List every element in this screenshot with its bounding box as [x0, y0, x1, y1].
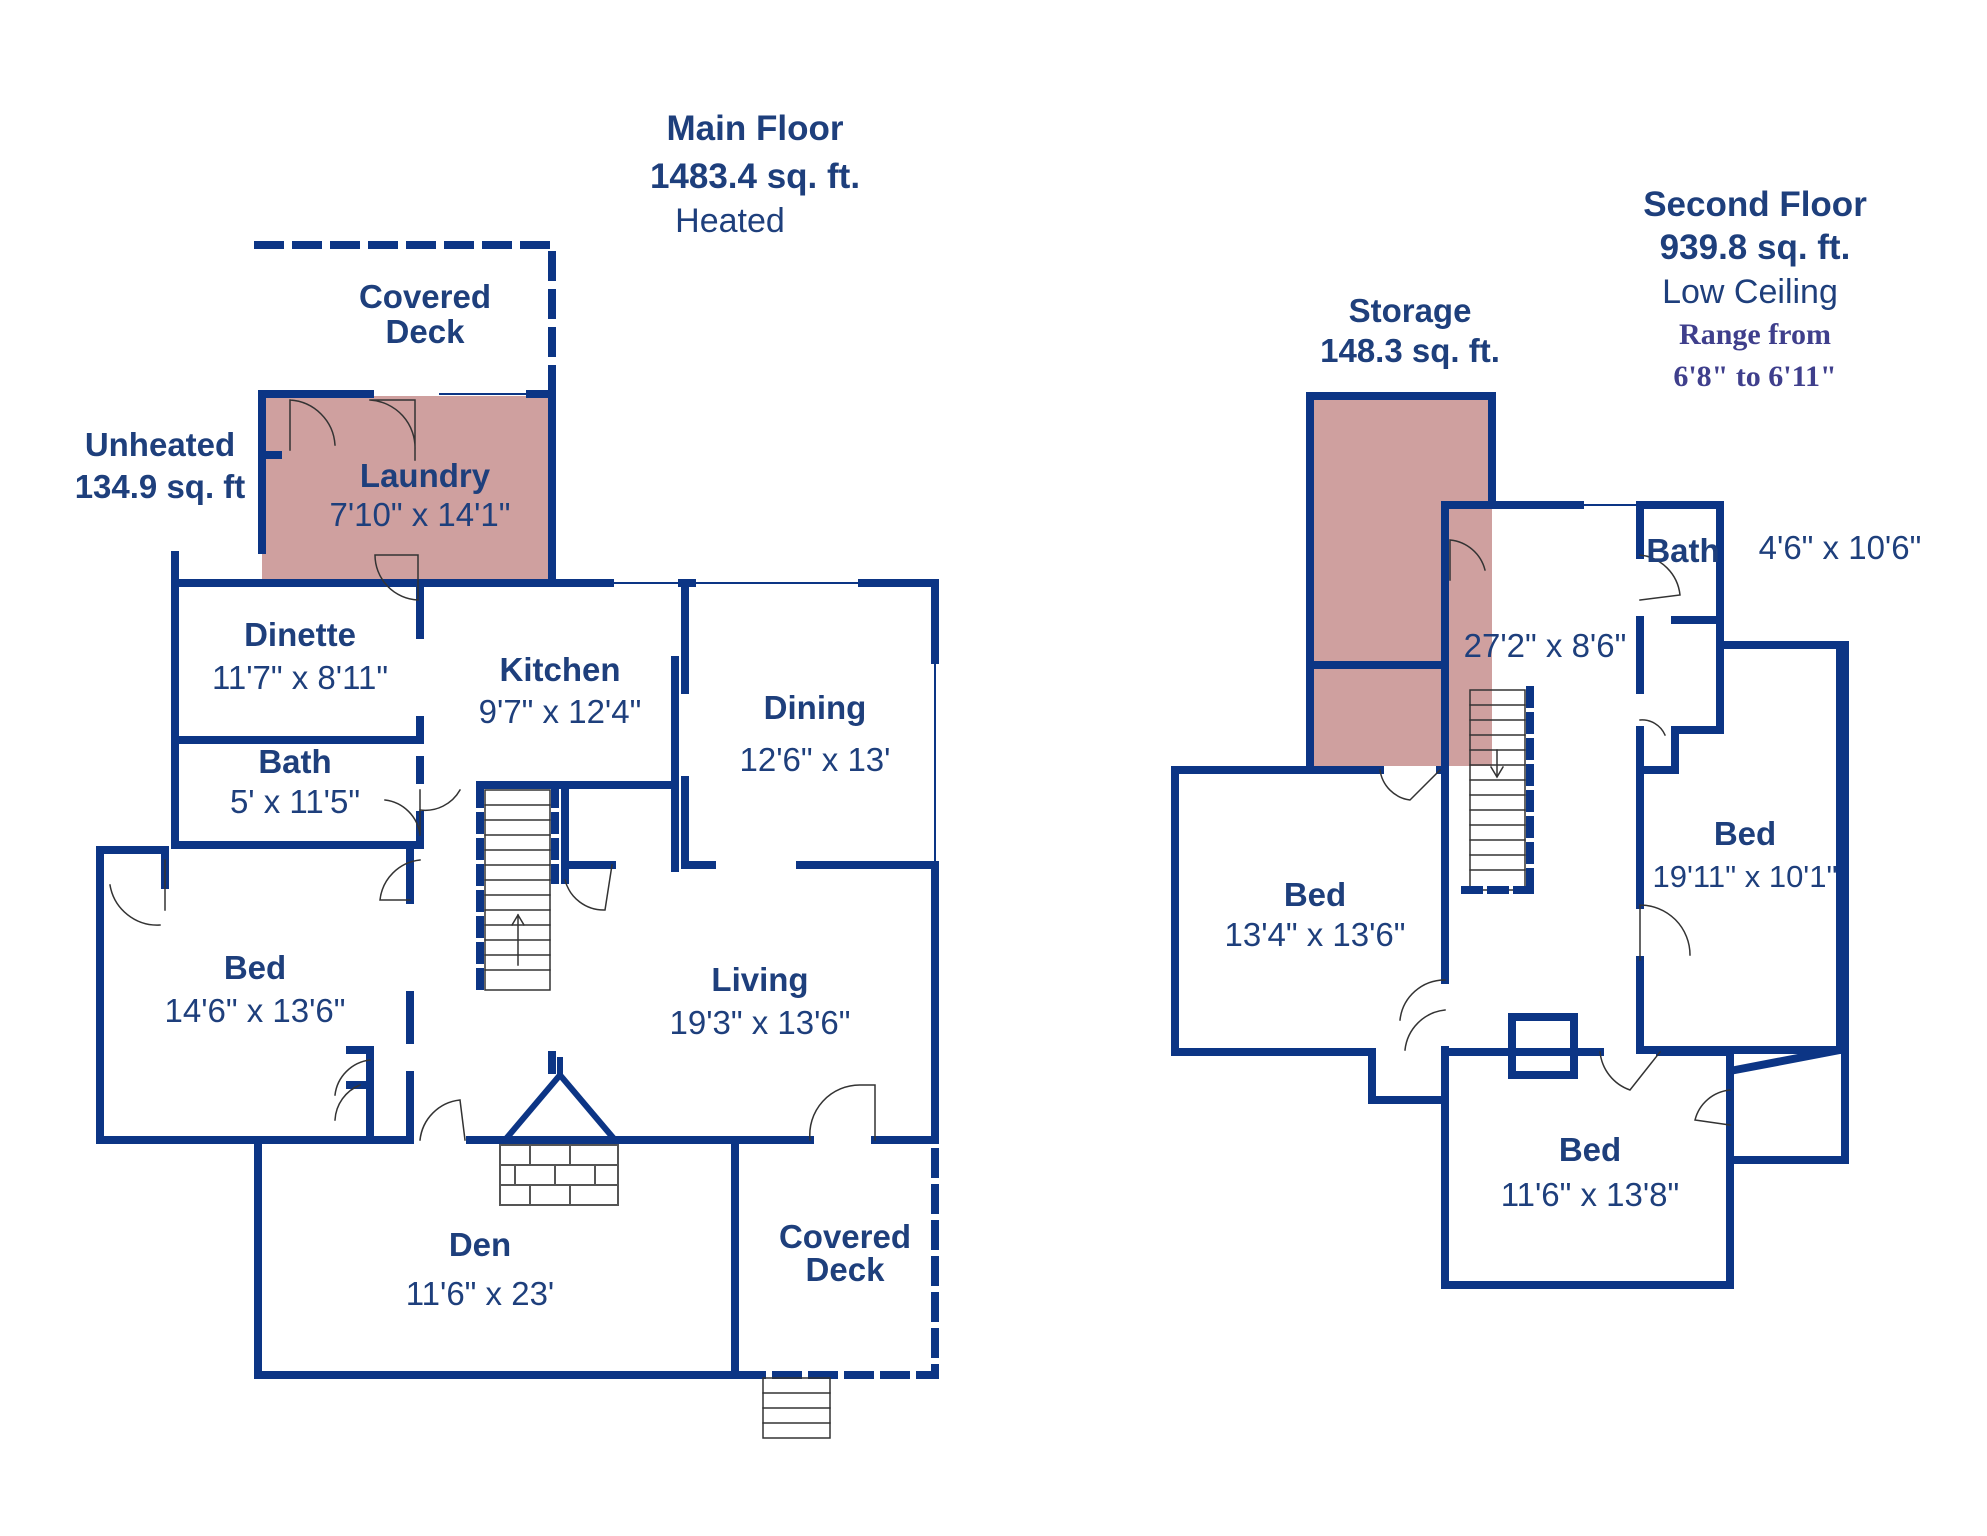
bed-right-name: Bed: [1713, 815, 1777, 852]
second-bath-size: 4'6" x 10'6": [1758, 529, 1922, 566]
kitchen-walls: [476, 579, 716, 884]
covered-deck-top-dashed-wall: [254, 241, 556, 398]
laundry-size: 7'10" x 14'1": [329, 496, 511, 533]
dining-size: 12'6" x 13': [739, 741, 891, 778]
bed-bottom-walls: [1441, 1048, 1734, 1289]
second-floor-plan: [1171, 392, 1849, 1289]
bed-size: 14'6" x 13'6": [164, 992, 346, 1029]
second-floor-area: 939.8 sq. ft.: [1659, 228, 1851, 267]
laundry-walls: [258, 390, 556, 587]
main-stairs-rail: [476, 786, 559, 994]
den-name: Den: [448, 1226, 512, 1263]
bed-left-name: Bed: [1283, 876, 1347, 913]
dinette-name: Dinette: [244, 616, 356, 653]
second-floor-ceiling-note: Low Ceiling: [1662, 273, 1838, 311]
main-floor-plan: [96, 241, 1849, 1439]
laundry-name: Laundry: [359, 457, 491, 494]
kitchen-size: 9'7" x 12'4": [478, 693, 642, 730]
second-floor-stairs: [1469, 689, 1526, 891]
deck-steps: [762, 1377, 831, 1439]
fireplace-hearth: [500, 1057, 620, 1145]
main-floor-heated-note: Heated: [675, 202, 785, 240]
chimney-box: [1508, 1013, 1578, 1079]
bed-right-size: 19'11" x 10'1": [1652, 859, 1838, 894]
unheated-area: 134.9 sq. ft: [74, 468, 246, 505]
hall-size: 27'2" x 8'6": [1463, 627, 1627, 664]
bed-bottom-size: 11'6" x 13'8": [1500, 1176, 1680, 1213]
dining-name: Dining: [763, 689, 867, 726]
bed-right-walls: [1636, 641, 1849, 1164]
bed-bottom-name: Bed: [1558, 1131, 1622, 1168]
main-floor-title: Main Floor: [666, 109, 844, 148]
covered-deck-top-label: Covered Deck: [358, 278, 492, 350]
main-floor-area: 1483.4 sq. ft.: [649, 157, 861, 196]
covered-deck-bottom-label: Covered Deck: [778, 1218, 912, 1288]
bath-name: Bath: [258, 743, 332, 780]
ceiling-range-line1: Range from: [1679, 318, 1831, 351]
bath-walls: [1636, 501, 1724, 774]
main-door-swings: [109, 399, 876, 1141]
storage-unheated-area: [1310, 396, 1492, 766]
main-stairs: [484, 789, 551, 991]
bed-name: Bed: [223, 949, 287, 986]
dinette-size: 11'7" x 8'11": [211, 659, 389, 696]
second-floor-title: Second Floor: [1643, 185, 1867, 224]
second-door-swings: [1379, 539, 1731, 1126]
bath-size: 5' x 11'5": [229, 783, 361, 820]
kitchen-name: Kitchen: [499, 651, 621, 688]
unheated-label: Unheated: [84, 426, 236, 463]
covered-deck-bottom-dashed-wall: [736, 1136, 939, 1379]
bed-left-walls: [1171, 766, 1449, 1104]
second-bath-name: Bath: [1646, 532, 1720, 569]
living-name: Living: [711, 961, 809, 998]
living-size: 19'3" x 13'6": [669, 1004, 851, 1041]
storage-name: Storage: [1348, 292, 1472, 329]
ceiling-range-line2: 6'8" to 6'11": [1673, 360, 1837, 393]
storage-area: 148.3 sq. ft.: [1320, 332, 1500, 369]
den-size: 11'6" x 23': [405, 1275, 555, 1312]
second-stairs-rail: [1461, 686, 1534, 899]
laundry-unheated-area: [262, 396, 550, 583]
dinette-bath-walls: [171, 579, 424, 849]
bed-left-size: 13'4" x 13'6": [1224, 916, 1406, 953]
fireplace: [499, 1144, 619, 1206]
bed-walls: [96, 846, 414, 1144]
